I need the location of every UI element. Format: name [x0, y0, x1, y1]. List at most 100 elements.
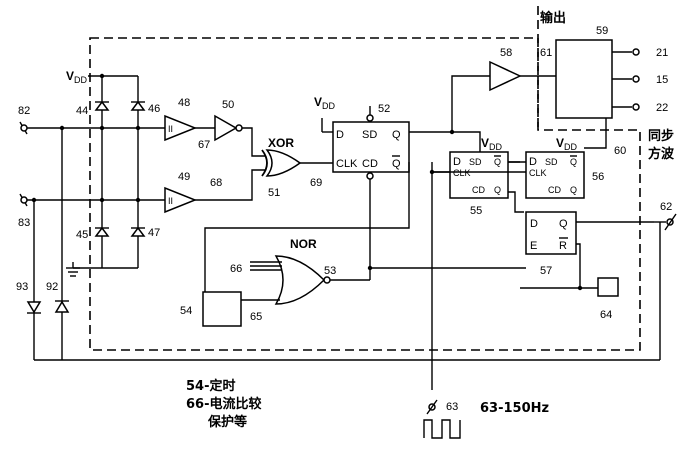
svg-text:48: 48	[178, 97, 190, 109]
svg-text:NOR: NOR	[290, 237, 317, 251]
svg-text:63: 63	[446, 401, 458, 413]
svg-text:57: 57	[540, 265, 552, 277]
svg-text:50: 50	[222, 99, 234, 111]
svg-text:82: 82	[18, 105, 30, 117]
svg-text:59: 59	[596, 25, 608, 37]
svg-text:92: 92	[46, 281, 58, 293]
svg-text:CD: CD	[472, 185, 485, 195]
flip-flop-55: D SD Q CLK CD Q	[449, 151, 509, 199]
svg-text:53: 53	[324, 265, 336, 277]
svg-text:51: 51	[268, 187, 280, 199]
diode-47	[130, 226, 146, 237]
svg-text:47: 47	[148, 227, 160, 239]
svg-text:65: 65	[250, 311, 262, 323]
svg-text:Q: Q	[570, 157, 577, 167]
svg-text:56: 56	[592, 171, 604, 183]
svg-text:SD: SD	[362, 129, 377, 141]
svg-text:II: II	[168, 196, 173, 206]
buffer-58	[489, 60, 522, 92]
svg-text:21: 21	[656, 47, 668, 59]
svg-text:Q: Q	[494, 157, 501, 167]
svg-text:V: V	[66, 69, 74, 83]
terminal-63	[426, 399, 438, 415]
timer-block-54	[202, 291, 242, 327]
nor-gate-53	[274, 255, 331, 305]
svg-text:方波: 方波	[648, 146, 675, 162]
svg-text:64: 64	[600, 309, 612, 321]
terminal-62	[664, 213, 677, 231]
flip-flop-52: D SD Q CLK CD Q	[332, 121, 410, 173]
svg-text:R: R	[559, 240, 567, 252]
svg-text:55: 55	[470, 205, 482, 217]
svg-text:II: II	[168, 124, 173, 134]
output-block-59	[555, 39, 613, 119]
svg-text:Q: Q	[570, 185, 577, 195]
block-64	[597, 277, 619, 297]
svg-text:SD: SD	[545, 157, 558, 167]
svg-text:83: 83	[18, 217, 30, 229]
svg-text:Q: Q	[392, 129, 401, 141]
svg-text:54: 54	[180, 305, 192, 317]
svg-text:XOR: XOR	[268, 136, 294, 150]
svg-text:61: 61	[540, 47, 552, 59]
legend-frequency: 63-150Hz	[480, 401, 549, 416]
svg-text:15: 15	[656, 74, 668, 86]
svg-text:DD: DD	[489, 142, 502, 152]
diode-92	[54, 300, 70, 313]
svg-text:45: 45	[76, 229, 88, 241]
svg-text:D: D	[529, 156, 537, 168]
svg-text:60: 60	[614, 145, 626, 157]
svg-text:CD: CD	[362, 158, 378, 170]
svg-text:DD: DD	[564, 142, 577, 152]
svg-text:V: V	[556, 136, 564, 150]
svg-text:CLK: CLK	[529, 168, 547, 178]
svg-text:同步: 同步	[648, 128, 674, 144]
flip-flop-56: D SD Q CLK CD Q	[525, 151, 585, 199]
svg-text:DD: DD	[74, 75, 87, 85]
inverter-50	[214, 114, 243, 142]
svg-text:Q: Q	[559, 218, 568, 230]
svg-text:V: V	[481, 136, 489, 150]
svg-text:Q: Q	[392, 158, 401, 170]
buffer-48: II	[164, 114, 198, 142]
legend-line-3: 保护等	[207, 414, 247, 430]
svg-text:E: E	[530, 240, 537, 252]
ground-symbol	[66, 267, 80, 277]
svg-text:46: 46	[148, 103, 160, 115]
legend-line-2: 66-电流比较	[186, 396, 262, 412]
svg-text:CLK: CLK	[453, 168, 471, 178]
svg-text:67: 67	[198, 139, 210, 151]
svg-text:52: 52	[378, 103, 390, 115]
svg-text:93: 93	[16, 281, 28, 293]
latch-57: D Q E R	[525, 211, 577, 255]
svg-text:DD: DD	[322, 101, 335, 111]
diode-45	[94, 226, 110, 237]
svg-text:D: D	[453, 156, 461, 168]
svg-text:22: 22	[656, 102, 668, 114]
square-wave-icon	[423, 419, 461, 439]
svg-text:SD: SD	[469, 157, 482, 167]
terminal-83	[19, 193, 165, 207]
buffer-49: II	[164, 186, 198, 214]
svg-text:62: 62	[660, 201, 672, 213]
svg-text:CD: CD	[548, 185, 561, 195]
diode-46	[130, 100, 146, 111]
diode-93	[26, 301, 42, 314]
svg-text:V: V	[314, 95, 322, 109]
svg-text:58: 58	[500, 47, 512, 59]
svg-text:输出: 输出	[540, 10, 566, 26]
svg-text:Q: Q	[494, 185, 501, 195]
svg-text:49: 49	[178, 171, 190, 183]
terminal-82	[19, 121, 165, 135]
svg-text:D: D	[336, 129, 344, 141]
legend-line-1: 54-定时	[186, 378, 236, 394]
diode-44	[94, 100, 110, 111]
svg-text:D: D	[530, 218, 538, 230]
svg-text:68: 68	[210, 177, 222, 189]
svg-text:CLK: CLK	[336, 158, 358, 170]
svg-text:66: 66	[230, 263, 242, 275]
xor-gate-51	[261, 149, 302, 177]
svg-text:44: 44	[76, 105, 88, 117]
svg-text:69: 69	[310, 177, 322, 189]
